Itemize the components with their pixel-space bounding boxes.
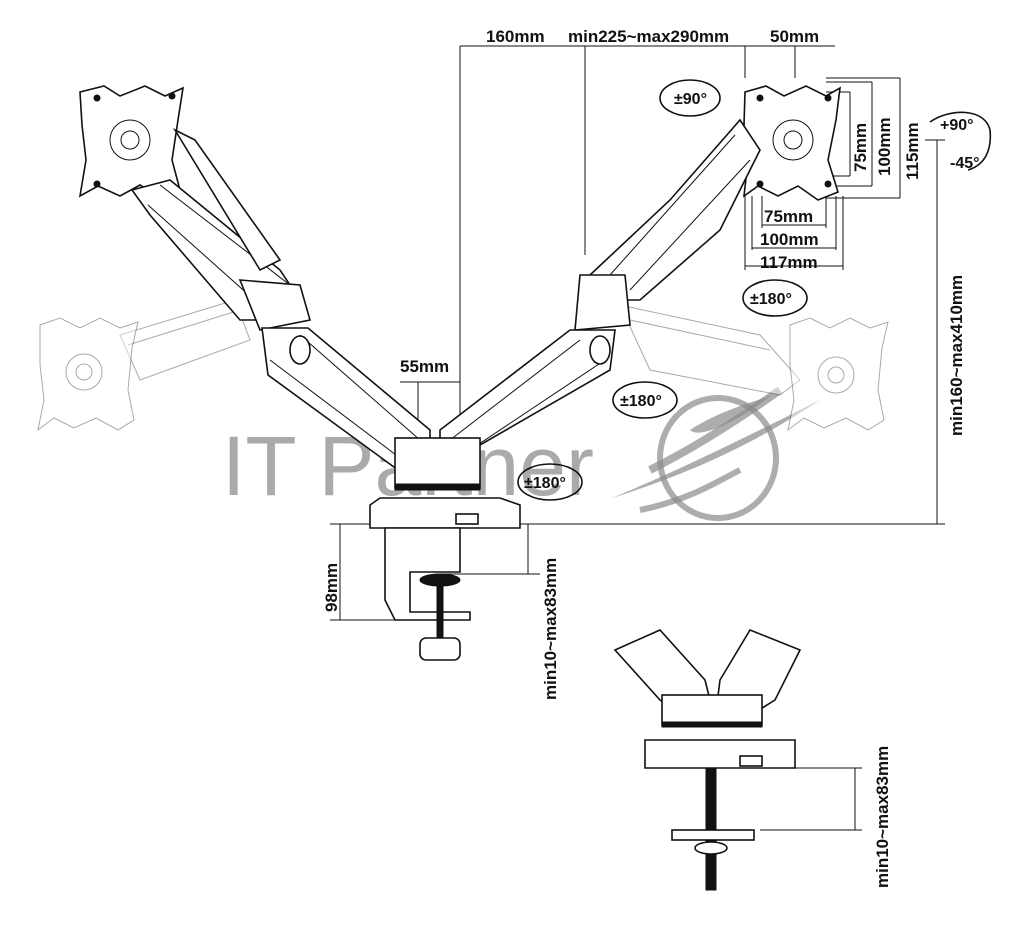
ghost-right-arm: [619, 304, 889, 432]
dim-desk-thickness-clamp: min10~max83mm: [541, 558, 560, 700]
rotate-arrow-icon: [659, 79, 721, 117]
watermark-logo-circle: [657, 395, 779, 521]
swivel-arrow-icon: [742, 279, 808, 317]
rotation-swivel-arm: ±180°: [620, 393, 662, 410]
dim-clamp-height: 98mm: [322, 563, 341, 612]
rotation-tilt-up: +90°: [940, 117, 974, 134]
dimension-lines: [330, 45, 945, 831]
dim-vesa-w-117: 117mm: [760, 253, 818, 272]
dim-vesa-w-75: 75mm: [764, 207, 813, 226]
dim-vesa-offset: 50mm: [770, 27, 819, 46]
rotation-badges: ±90° +90° -45° ±180° ±180° ±180°: [517, 79, 992, 501]
rotation-swivel-base: ±180°: [524, 475, 566, 492]
right-upper-arm: [574, 118, 761, 331]
dim-vesa-h-75: 75mm: [851, 123, 870, 172]
rotation-tilt-down: -45°: [950, 155, 980, 172]
rotation-swivel-head: ±180°: [750, 291, 792, 308]
grommet-detail: [613, 629, 802, 891]
swivel-arrow-icon: [612, 381, 678, 419]
dim-vesa-h-100: 100mm: [875, 117, 894, 176]
dim-arm-offset: 160mm: [486, 27, 545, 46]
right-vesa-plate: [743, 85, 841, 201]
dimension-labels: 160mm min225~max290mm 50mm 75mm 100mm 11…: [322, 27, 966, 888]
rotation-top: ±90°: [674, 91, 707, 108]
dim-vesa-w-100: 100mm: [760, 230, 819, 249]
swivel-arrow-icon: [517, 463, 583, 501]
dim-pole-gap: 55mm: [400, 357, 449, 376]
left-upper-arm: [130, 128, 312, 331]
clamp-base: [369, 437, 521, 661]
dim-arm-reach: min225~max290mm: [568, 27, 729, 46]
dim-height-range: min160~max410mm: [947, 275, 966, 436]
dim-vesa-h-115: 115mm: [903, 122, 922, 180]
dim-desk-thickness-grommet: min10~max83mm: [873, 746, 892, 888]
tilt-arrow-icon: [929, 111, 992, 171]
ghost-left-arm: [37, 299, 251, 432]
